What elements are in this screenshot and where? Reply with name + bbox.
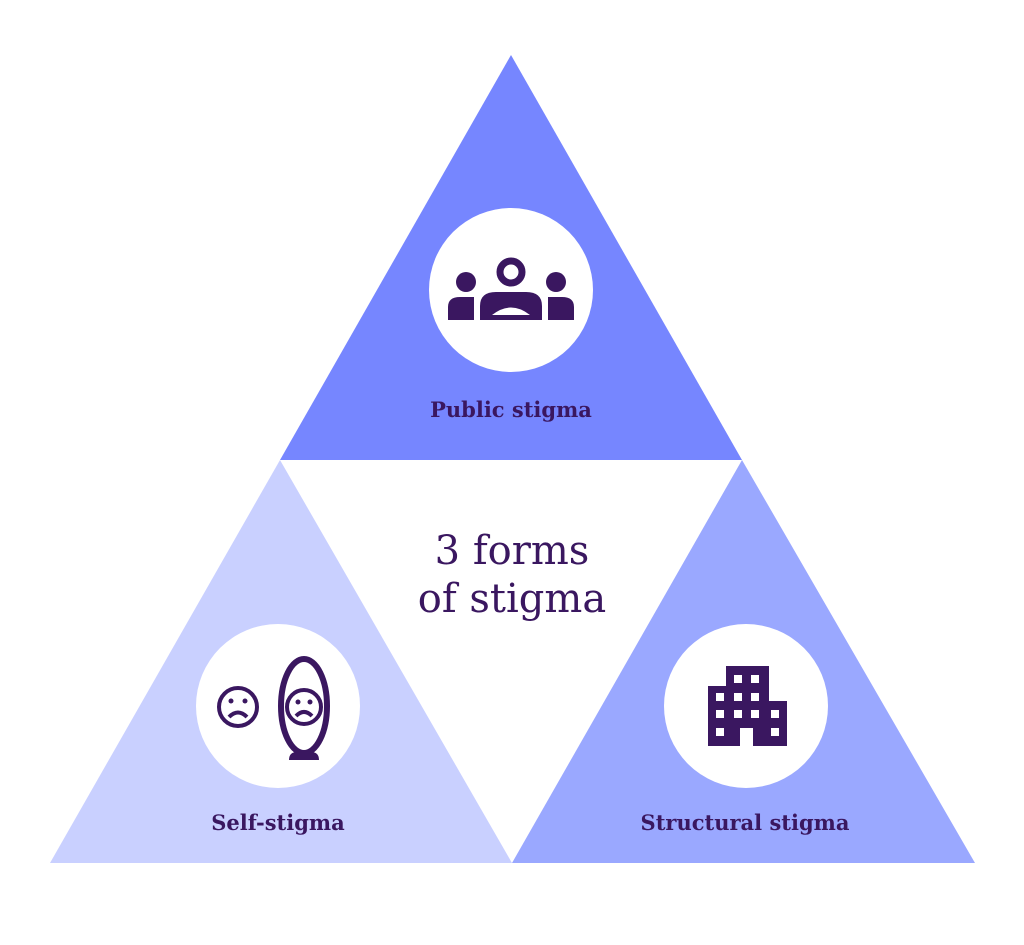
title-line-2: of stigma xyxy=(417,576,607,622)
title-line-1: 3 forms xyxy=(434,528,590,574)
building-icon xyxy=(708,666,787,746)
self-stigma-label: Self-stigma xyxy=(211,810,345,835)
public-stigma-label: Public stigma xyxy=(430,397,592,422)
public-stigma-icon-circle xyxy=(429,208,593,372)
diagram-title: 3 forms of stigma xyxy=(362,527,662,623)
people-group-icon xyxy=(448,257,574,320)
sad-face-mirror-icon xyxy=(217,656,330,760)
structural-stigma-label: Structural stigma xyxy=(640,810,850,835)
